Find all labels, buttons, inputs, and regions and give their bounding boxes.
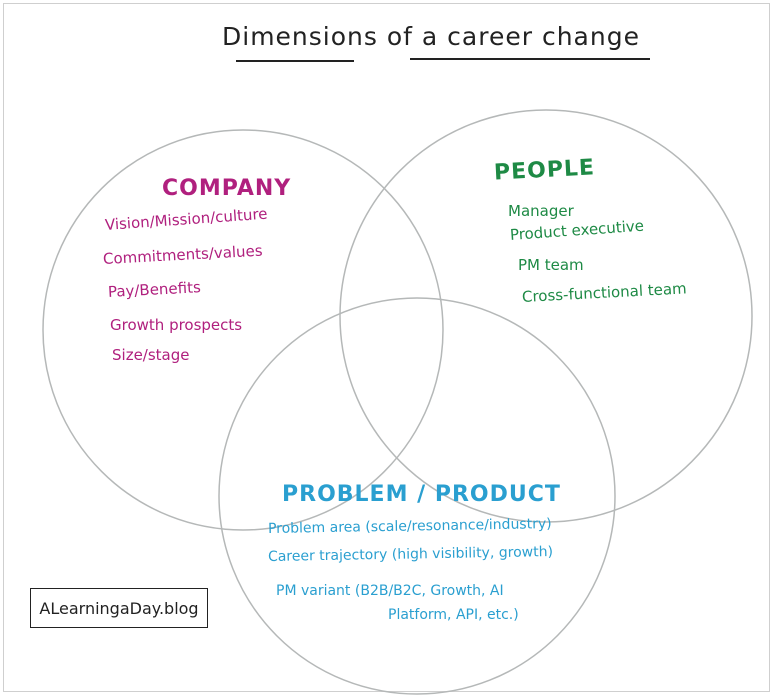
problem-item: PM variant (B2B/B2C, Growth, AI bbox=[276, 583, 504, 599]
blog-watermark: ALearningaDay.blog bbox=[30, 588, 208, 628]
people-item: Manager bbox=[508, 202, 574, 220]
problem-circle bbox=[218, 297, 616, 695]
watermark-text: ALearningaDay.blog bbox=[39, 598, 199, 618]
title-underline bbox=[410, 58, 650, 60]
company-item: Growth prospects bbox=[110, 316, 243, 334]
people-circle bbox=[339, 109, 753, 523]
problem-item: Platform, API, etc.) bbox=[388, 607, 519, 623]
diagram-title: Dimensions of a career change bbox=[222, 22, 640, 51]
problem-heading: PROBLEM / PRODUCT bbox=[282, 482, 561, 507]
title-underline bbox=[236, 60, 354, 62]
company-heading: COMPANY bbox=[162, 176, 292, 201]
people-heading: PEOPLE bbox=[493, 155, 596, 186]
company-item: Size/stage bbox=[112, 346, 190, 364]
people-item: PM team bbox=[518, 256, 584, 274]
company-circle bbox=[42, 129, 444, 531]
